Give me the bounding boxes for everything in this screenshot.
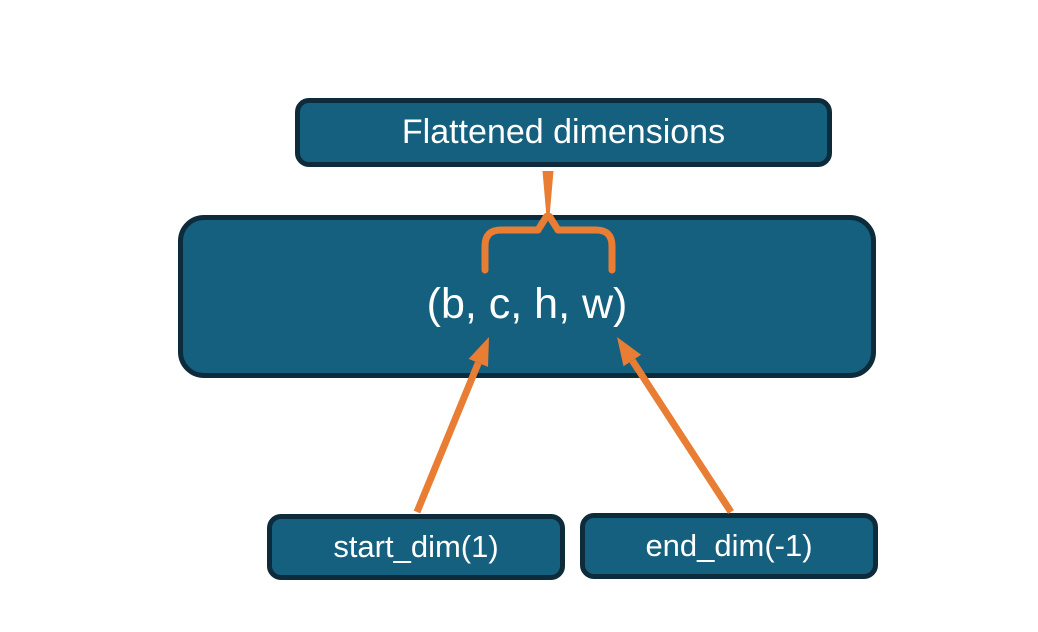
start-dim-box: start_dim(1) (267, 514, 565, 580)
tensor-shape-label: (b, c, h, w) (426, 280, 628, 328)
flattened-dimensions-label: Flattened dimensions (401, 113, 726, 151)
start-dim-label: start_dim(1) (333, 529, 499, 564)
tensor-shape-box: (b, c, h, w) (178, 215, 876, 378)
start-dim-arrow-line (413, 361, 482, 514)
end-dim-box: end_dim(-1) (580, 513, 878, 579)
brace-stem-connector (542, 171, 554, 217)
end-dim-arrow-line (629, 358, 734, 514)
end-dim-label: end_dim(-1) (645, 528, 813, 563)
flattened-dimensions-box: Flattened dimensions (295, 98, 832, 167)
